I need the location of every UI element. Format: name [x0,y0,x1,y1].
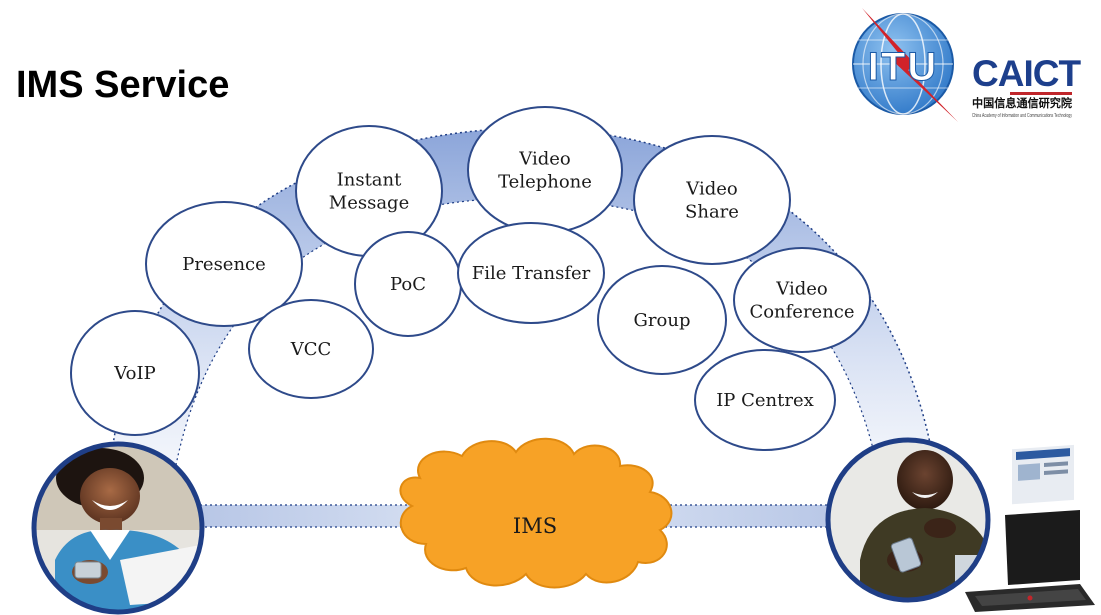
service-bubble-shape [467,106,623,234]
service-label-video-telephone: Telephone [498,172,592,193]
service-bubble-shape [457,222,605,324]
service-bubble-shape [597,265,727,375]
caict-chinese-name: 中国信息通信研究院 [972,96,1072,110]
service-label-instant-message: Instant [337,170,402,191]
service-label-ip-centrex: IP Centrex [716,390,814,411]
ims-label: IMS [513,514,557,538]
laptop-icon [965,444,1095,612]
itu-logo-text: ITU [868,45,938,89]
caict-english-name: China Academy of Information and Communi… [972,113,1072,119]
service-label-poc: PoC [390,274,426,295]
service-bubble-shape [248,299,374,399]
service-bubble-file-transfer: File Transfer [457,222,605,324]
service-label-video-share: Video [685,179,737,200]
ims-cloud: IMS [399,437,673,589]
service-bubble-poc: PoC [354,231,462,337]
itu-logo: ITU [852,8,958,122]
service-label-group: Group [634,310,691,331]
service-label-instant-message: Message [329,193,409,214]
service-label-vcc: VCC [290,339,332,360]
service-label-video-conference: Video [775,279,827,300]
service-bubble-voip: VoIP [70,310,200,436]
service-bubble-shape [633,135,791,265]
service-label-video-share: Share [685,202,739,223]
service-bubble-shape [70,310,200,436]
service-label-video-conference: Conference [749,302,854,323]
service-label-voip: VoIP [113,363,155,384]
service-label-video-telephone: Video [518,149,570,170]
laptop-user-photo [825,437,991,603]
mobile-user-photo [31,441,205,615]
service-bubbles: VoIPPresenceVCCInstantMessageVideoShareV… [70,106,871,451]
service-bubble-vcc: VCC [248,299,374,399]
service-bubble-ip-centrex: IP Centrex [694,349,836,451]
service-bubble-presence: Presence [145,201,303,327]
service-bubble-shape [145,201,303,327]
service-bubble-shape [733,247,871,353]
service-bubble-group: Group [597,265,727,375]
slide-title: IMS Service [16,64,230,106]
service-bubble-shape [694,349,836,451]
service-label-file-transfer: File Transfer [472,263,591,284]
caict-logo-text: CAICT [972,53,1081,94]
caict-logo: CAICT 中国信息通信研究院 China Academy of Informa… [972,53,1082,119]
service-label-presence: Presence [182,254,266,275]
